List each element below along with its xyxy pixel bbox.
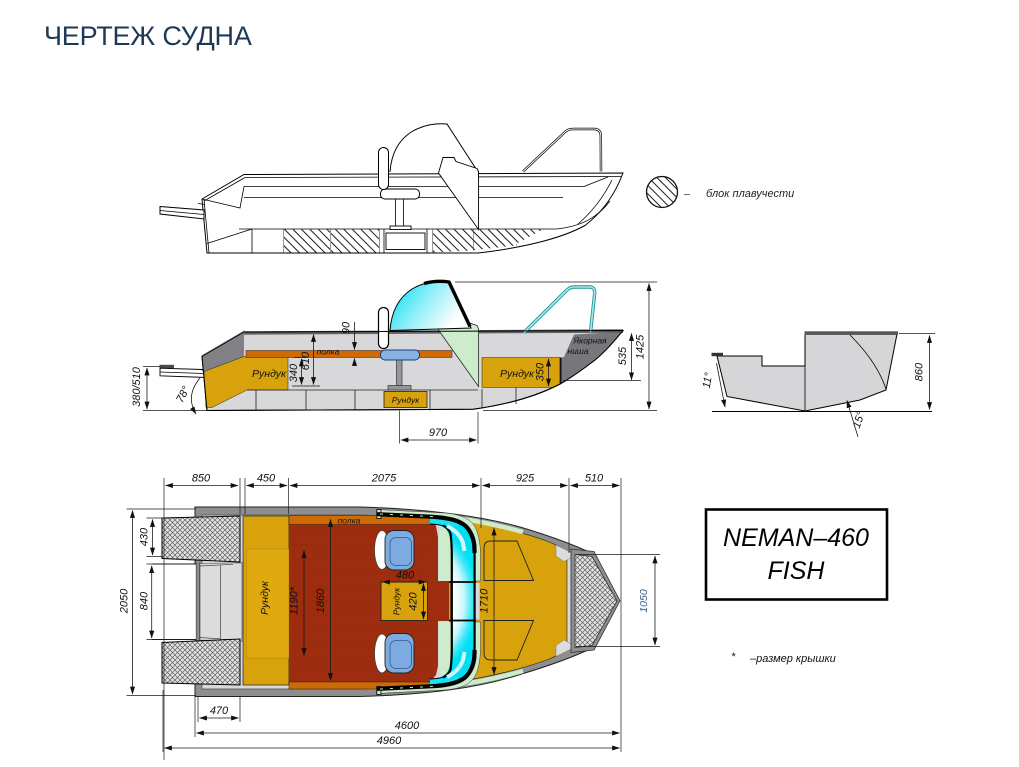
svg-text:840: 840 bbox=[139, 591, 151, 610]
svg-text:1190*: 1190* bbox=[289, 586, 301, 615]
svg-text:11°: 11° bbox=[701, 371, 716, 389]
svg-text:NEMAN–460: NEMAN–460 bbox=[723, 524, 869, 552]
svg-text:380/510: 380/510 bbox=[131, 366, 143, 407]
svg-text:–: – bbox=[683, 188, 690, 200]
svg-text:970: 970 bbox=[429, 427, 448, 439]
svg-text:480: 480 bbox=[396, 570, 415, 582]
svg-text:78°: 78° bbox=[174, 384, 193, 405]
svg-text:510: 510 bbox=[585, 473, 604, 485]
svg-text:350: 350 bbox=[535, 362, 547, 381]
svg-text:925: 925 bbox=[516, 473, 535, 485]
svg-text:535: 535 bbox=[617, 346, 629, 365]
svg-text:340: 340 bbox=[288, 363, 300, 382]
svg-text:1860: 1860 bbox=[315, 588, 327, 613]
svg-text:Рундук: Рундук bbox=[252, 368, 287, 380]
svg-text:850: 850 bbox=[192, 473, 211, 485]
svg-text:4960: 4960 bbox=[377, 735, 402, 747]
svg-text:1050: 1050 bbox=[638, 589, 650, 613]
svg-text:полка: полка bbox=[338, 516, 361, 526]
svg-text:90: 90 bbox=[341, 321, 353, 334]
svg-text:860: 860 bbox=[914, 362, 926, 381]
svg-text:Рундук: Рундук bbox=[392, 587, 402, 615]
svg-text:FISH: FISH bbox=[768, 557, 826, 585]
svg-text:470: 470 bbox=[210, 705, 229, 717]
svg-text:полка: полка bbox=[317, 347, 340, 357]
svg-text:Рундук: Рундук bbox=[259, 580, 271, 615]
svg-text:4600: 4600 bbox=[395, 720, 420, 732]
svg-text:430: 430 bbox=[139, 527, 151, 546]
svg-text:–размер крышки: –размер крышки bbox=[749, 653, 836, 665]
svg-text:450: 450 bbox=[257, 473, 276, 485]
svg-text:Рундук: Рундук bbox=[500, 368, 535, 380]
svg-text:1710: 1710 bbox=[479, 588, 491, 613]
svg-text:*: * bbox=[731, 651, 736, 663]
svg-text:610: 610 bbox=[300, 351, 312, 370]
svg-text:2050: 2050 bbox=[119, 588, 131, 614]
svg-text:блок плавучести: блок плавучести bbox=[706, 188, 794, 200]
svg-text:1425: 1425 bbox=[635, 334, 647, 359]
svg-text:Якорная: Якорная bbox=[572, 336, 607, 346]
svg-text:420: 420 bbox=[408, 591, 420, 610]
svg-text:Рундук: Рундук bbox=[392, 395, 420, 405]
svg-text:15°: 15° bbox=[851, 410, 868, 430]
svg-text:2075: 2075 bbox=[371, 473, 397, 485]
svg-text:ниша: ниша bbox=[567, 346, 588, 356]
